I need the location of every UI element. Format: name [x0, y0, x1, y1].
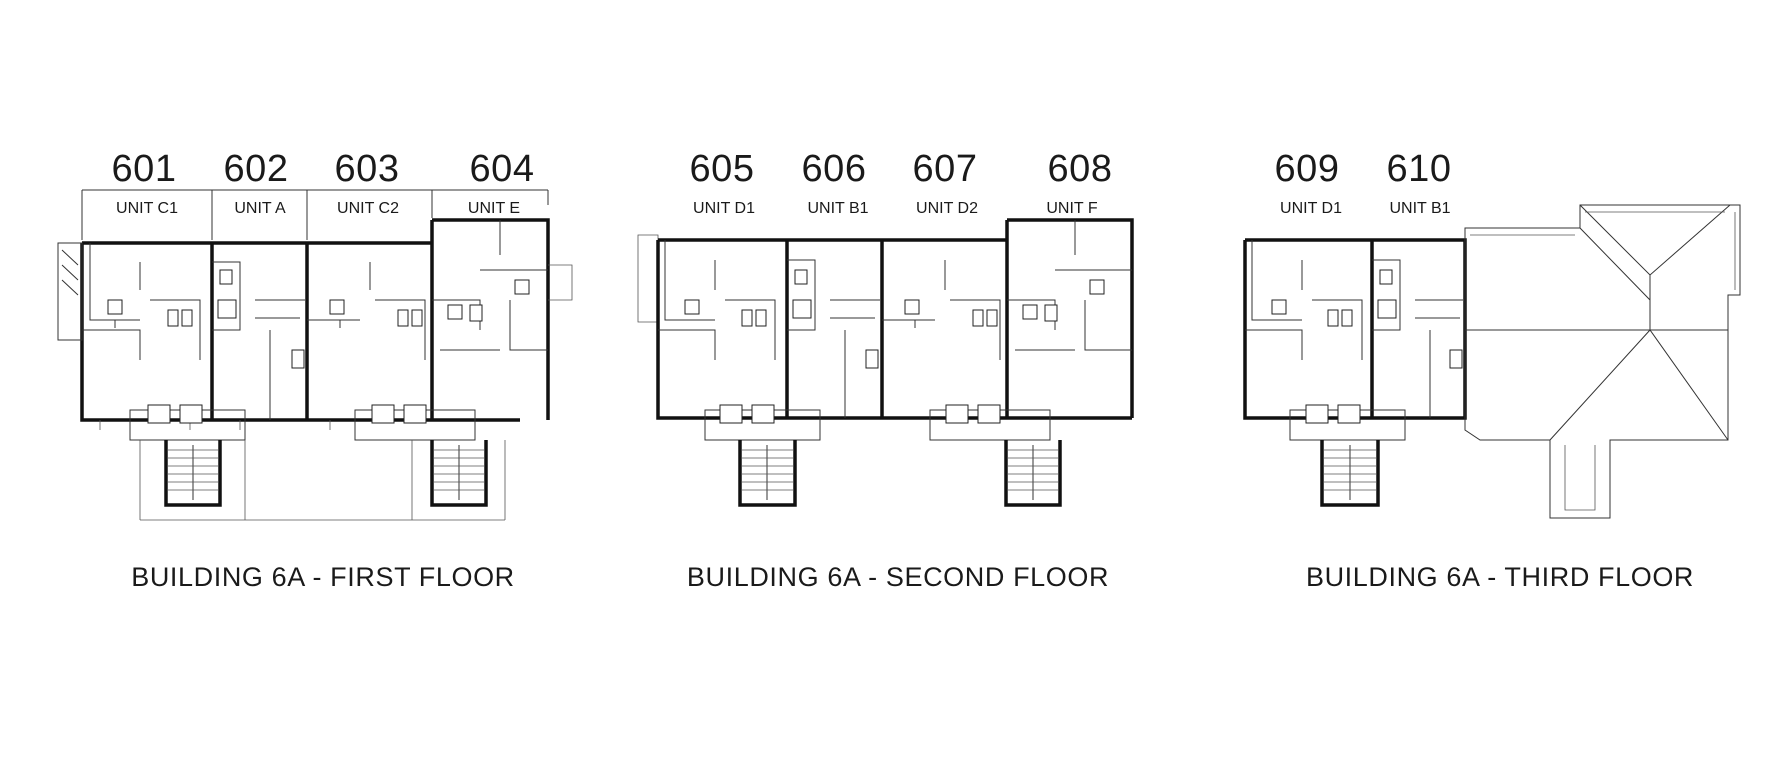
unit-number-603: 603: [334, 148, 400, 190]
unit-number-607: 607: [912, 148, 978, 190]
unit-type-608: UNIT F: [1044, 200, 1100, 218]
unit-number-602: 602: [223, 148, 289, 190]
unit-type-604: UNIT E: [465, 200, 523, 218]
unit-type-609: UNIT D1: [1278, 200, 1344, 218]
unit-number-606: 606: [801, 148, 867, 190]
unit-type-607: UNIT D2: [914, 200, 980, 218]
unit-number-608: 608: [1047, 148, 1113, 190]
unit-number-605: 605: [689, 148, 755, 190]
unit-type-601: UNIT C1: [114, 200, 180, 218]
unit-type-606: UNIT B1: [805, 200, 871, 218]
unit-type-602: UNIT A: [232, 200, 288, 218]
unit-number-601: 601: [111, 148, 177, 190]
third-floor-plan: [1243, 204, 1741, 519]
unit-type-603: UNIT C2: [335, 200, 401, 218]
floor-title-third: BUILDING 6A - THIRD FLOOR: [1305, 562, 1695, 592]
floor-title-second: BUILDING 6A - SECOND FLOOR: [686, 562, 1110, 592]
first-floor-plan: [57, 189, 573, 521]
floor-title-first: BUILDING 6A - FIRST FLOOR: [131, 562, 515, 592]
unit-number-610: 610: [1386, 148, 1452, 190]
unit-type-610: UNIT B1: [1387, 200, 1453, 218]
second-floor-plan: [637, 218, 1134, 507]
unit-number-609: 609: [1274, 148, 1340, 190]
unit-type-605: UNIT D1: [691, 200, 757, 218]
roof-outline: [1464, 204, 1741, 519]
unit-number-604: 604: [469, 148, 535, 190]
